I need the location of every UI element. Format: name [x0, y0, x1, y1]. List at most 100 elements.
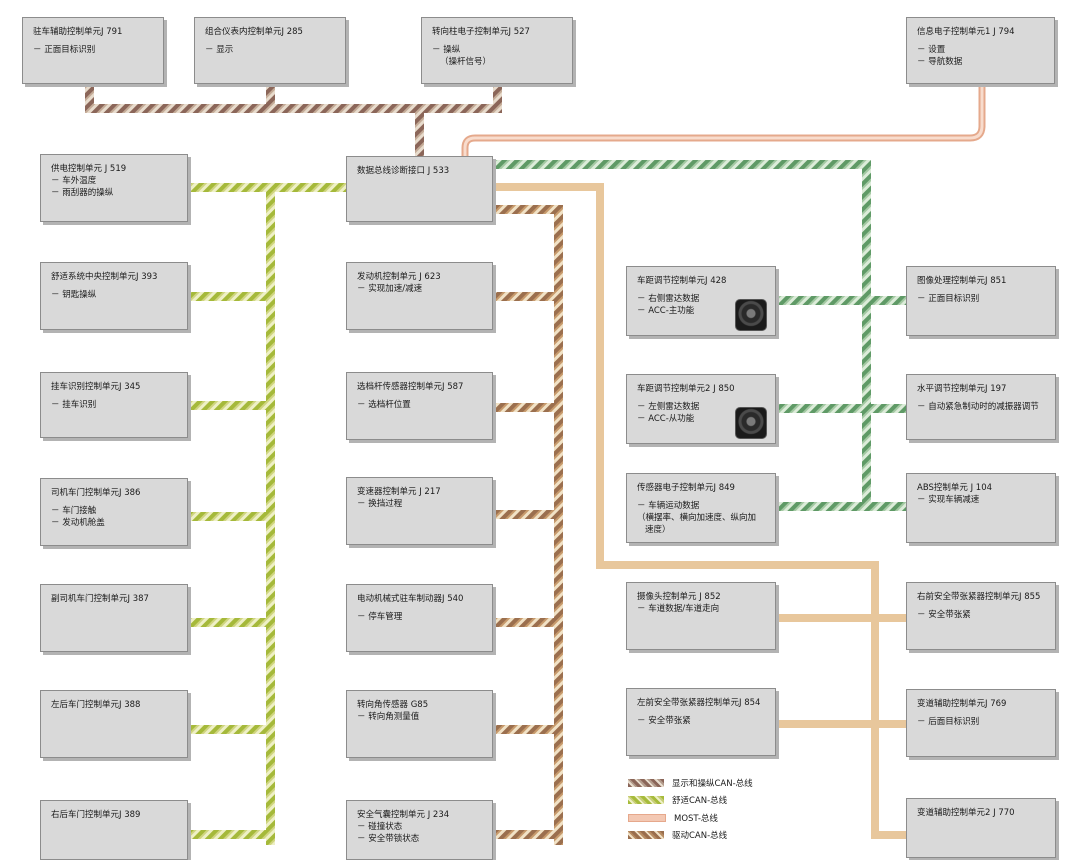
unit-j850: 车距调节控制单元2 J 850 － 左侧雷达数据 － ACC-从功能 — [626, 374, 776, 444]
comfort-can-bus-drop-j388 — [188, 725, 270, 734]
extended-can-bus-trunk — [862, 160, 871, 510]
unit-j393: 舒适系统中央控制单元J 393 － 钥匙操纵 — [40, 262, 188, 330]
extended-can-bus-link-gateway — [493, 160, 871, 169]
sensor-bus — [493, 183, 906, 839]
unit-title: 选档杆传感器控制单元J 587 — [357, 382, 464, 392]
unit-j855: 右前安全带张紧器控制单元J 855 － 安全带张紧 — [906, 582, 1056, 650]
drive-can-bus — [493, 205, 563, 845]
unit-j769: 变道辅助控制单元J 769 － 后面目标识别 — [906, 689, 1056, 757]
unit-title: 图像处理控制单元J 851 — [917, 276, 1007, 286]
unit-title: 左前安全带张紧器控制单元J 854 — [637, 698, 761, 708]
unit-title: 变道辅助控制单元J 769 — [917, 699, 1007, 709]
unit-title: 变速器控制单元 J 217 — [357, 487, 441, 497]
display-can-bus-drop-j527 — [493, 84, 502, 109]
unit-title: 右前安全带张紧器控制单元J 855 — [917, 592, 1041, 602]
unit-function: － 雨刮器的操纵 — [51, 188, 114, 198]
unit-function: － 安全带张紧 — [637, 716, 691, 726]
extended-can-bus-drop-j849 — [776, 502, 907, 511]
unit-title: 变道辅助控制单元2 J 770 — [917, 808, 1015, 818]
drive-can-bus-drop-j623 — [493, 292, 559, 301]
unit-j345: 挂车识别控制单元J 345 － 挂车识别 — [40, 372, 188, 438]
comfort-can-bus-drop-j387 — [188, 618, 270, 627]
unit-function: － 车道数据/车道走向 — [637, 604, 720, 614]
unit-function: － 车外温度 — [51, 176, 97, 186]
unit-j197: 水平调节控制单元J 197 － 自动紧急制动时的减振器调节 — [906, 374, 1056, 440]
unit-j540: 电动机械式驻车制动器J 540 － 停车管理 — [346, 584, 493, 652]
unit-title: 舒适系统中央控制单元J 393 — [51, 272, 158, 282]
unit-j386: 司机车门控制单元J 386 － 车门接触 － 发动机舱盖 — [40, 478, 188, 546]
unit-j104: ABS控制单元 J 104 － 实现车辆减速 — [906, 473, 1056, 543]
unit-title: 车距调节控制单元J 428 — [637, 276, 727, 286]
display-can-bus — [85, 84, 502, 156]
unit-j285: 组合仪表内控制单元J 285 － 显示 — [194, 17, 346, 84]
unit-title: 信息电子控制单元1 J 794 — [917, 27, 1015, 37]
comfort-can-bus-drop-j389 — [188, 830, 270, 839]
legend-label: MOST-总线 — [674, 813, 718, 824]
unit-function: － ACC-从功能 — [637, 414, 695, 424]
unit-title: 转向角传感器 G85 — [357, 700, 429, 710]
unit-function: － ACC-主功能 — [637, 306, 695, 316]
unit-j851: 图像处理控制单元J 851 － 正面目标识别 — [906, 266, 1056, 336]
legend-item-display-can: 显示和操纵CAN-总线 — [628, 774, 753, 792]
unit-function: － 发动机舱盖 — [51, 518, 105, 528]
unit-title: ABS控制单元 J 104 — [917, 483, 993, 493]
unit-function: （操杆信号） — [440, 57, 492, 67]
unit-function: － 左侧雷达数据 — [637, 402, 700, 412]
drive-can-bus-drop-j540 — [493, 618, 559, 627]
unit-title: 电动机械式驻车制动器J 540 — [357, 594, 464, 604]
most-bus-line-inner — [463, 84, 984, 156]
unit-j388: 左后车门控制单元J 388 — [40, 690, 188, 758]
unit-function: － 停车管理 — [357, 612, 403, 622]
unit-j854: 左前安全带张紧器控制单元J 854 － 安全带张紧 — [626, 688, 776, 756]
unit-g85: 转向角传感器 G85 － 转向角测量值 — [346, 690, 493, 758]
legend-item-comfort-can: 舒适CAN-总线 — [628, 792, 753, 810]
unit-title: 车距调节控制单元2 J 850 — [637, 384, 735, 394]
unit-title: 左后车门控制单元J 388 — [51, 700, 141, 710]
drive-can-bus-drop-g85 — [493, 725, 559, 734]
unit-j587: 选档杆传感器控制单元J 587 － 选档杆位置 — [346, 372, 493, 440]
display-can-bus-drop-j791 — [85, 84, 94, 109]
sensor-bus-drop-j852 — [776, 614, 906, 622]
unit-function: － 自动紧急制动时的减振器调节 — [917, 402, 1039, 412]
unit-function: 速度） — [645, 525, 671, 535]
unit-function: － 钥匙操纵 — [51, 290, 97, 300]
unit-function: － 设置 — [917, 45, 946, 55]
drive-can-bus-drop-j217 — [493, 510, 559, 519]
legend-item-most: MOST-总线 — [628, 809, 753, 827]
unit-j533: 数据总线诊断接口 J 533 — [346, 156, 493, 222]
unit-function: － 导航数据 — [917, 57, 963, 67]
unit-function: － 车辆运动数据 — [637, 501, 700, 511]
sensor-bus-line — [493, 183, 879, 835]
legend-item-drive-can: 驱动CAN-总线 — [628, 827, 753, 845]
sensor-bus-drop-j770 — [871, 831, 906, 839]
unit-j794: 信息电子控制单元1 J 794 － 设置 － 导航数据 — [906, 17, 1055, 84]
radar-sensor-icon — [735, 407, 767, 439]
unit-title: 司机车门控制单元J 386 — [51, 488, 141, 498]
drive-can-bus-trunk — [554, 205, 563, 845]
comfort-can-bus-trunk — [266, 183, 275, 845]
unit-title: 供电控制单元 J 519 — [51, 164, 127, 174]
unit-function: － 碰撞状态 — [357, 822, 403, 832]
unit-j623: 发动机控制单元 J 623 － 实现加速/减速 — [346, 262, 493, 330]
unit-title: 发动机控制单元 J 623 — [357, 272, 441, 282]
legend-label: 舒适CAN-总线 — [672, 796, 728, 807]
unit-function: － 安全带张紧 — [917, 610, 971, 620]
unit-function: （横摆率、横向加速度、纵向加 — [637, 513, 757, 523]
unit-function: － 操纵 — [432, 45, 461, 55]
comfort-can-bus — [188, 183, 346, 845]
unit-title: 挂车识别控制单元J 345 — [51, 382, 141, 392]
unit-j389: 右后车门控制单元J 389 — [40, 800, 188, 860]
unit-function: － 安全带锁状态 — [357, 834, 420, 844]
drive-can-bus-drop-j587 — [493, 403, 559, 412]
extended-can-bus-drop-j428 — [776, 296, 907, 305]
unit-function: － 选档杆位置 — [357, 400, 411, 410]
unit-function: － 显示 — [205, 45, 234, 55]
unit-title: 安全气囊控制单元 J 234 — [357, 810, 450, 820]
unit-j428: 车距调节控制单元J 428 － 右侧雷达数据 － ACC-主功能 — [626, 266, 776, 336]
drive-can-bus-link-gateway — [493, 205, 563, 214]
unit-title: 驻车辅助控制单元J 791 — [33, 27, 123, 37]
unit-function: － 转向角测量值 — [357, 712, 420, 722]
unit-title: 右后车门控制单元J 389 — [51, 810, 141, 820]
most-swatch — [628, 813, 666, 822]
